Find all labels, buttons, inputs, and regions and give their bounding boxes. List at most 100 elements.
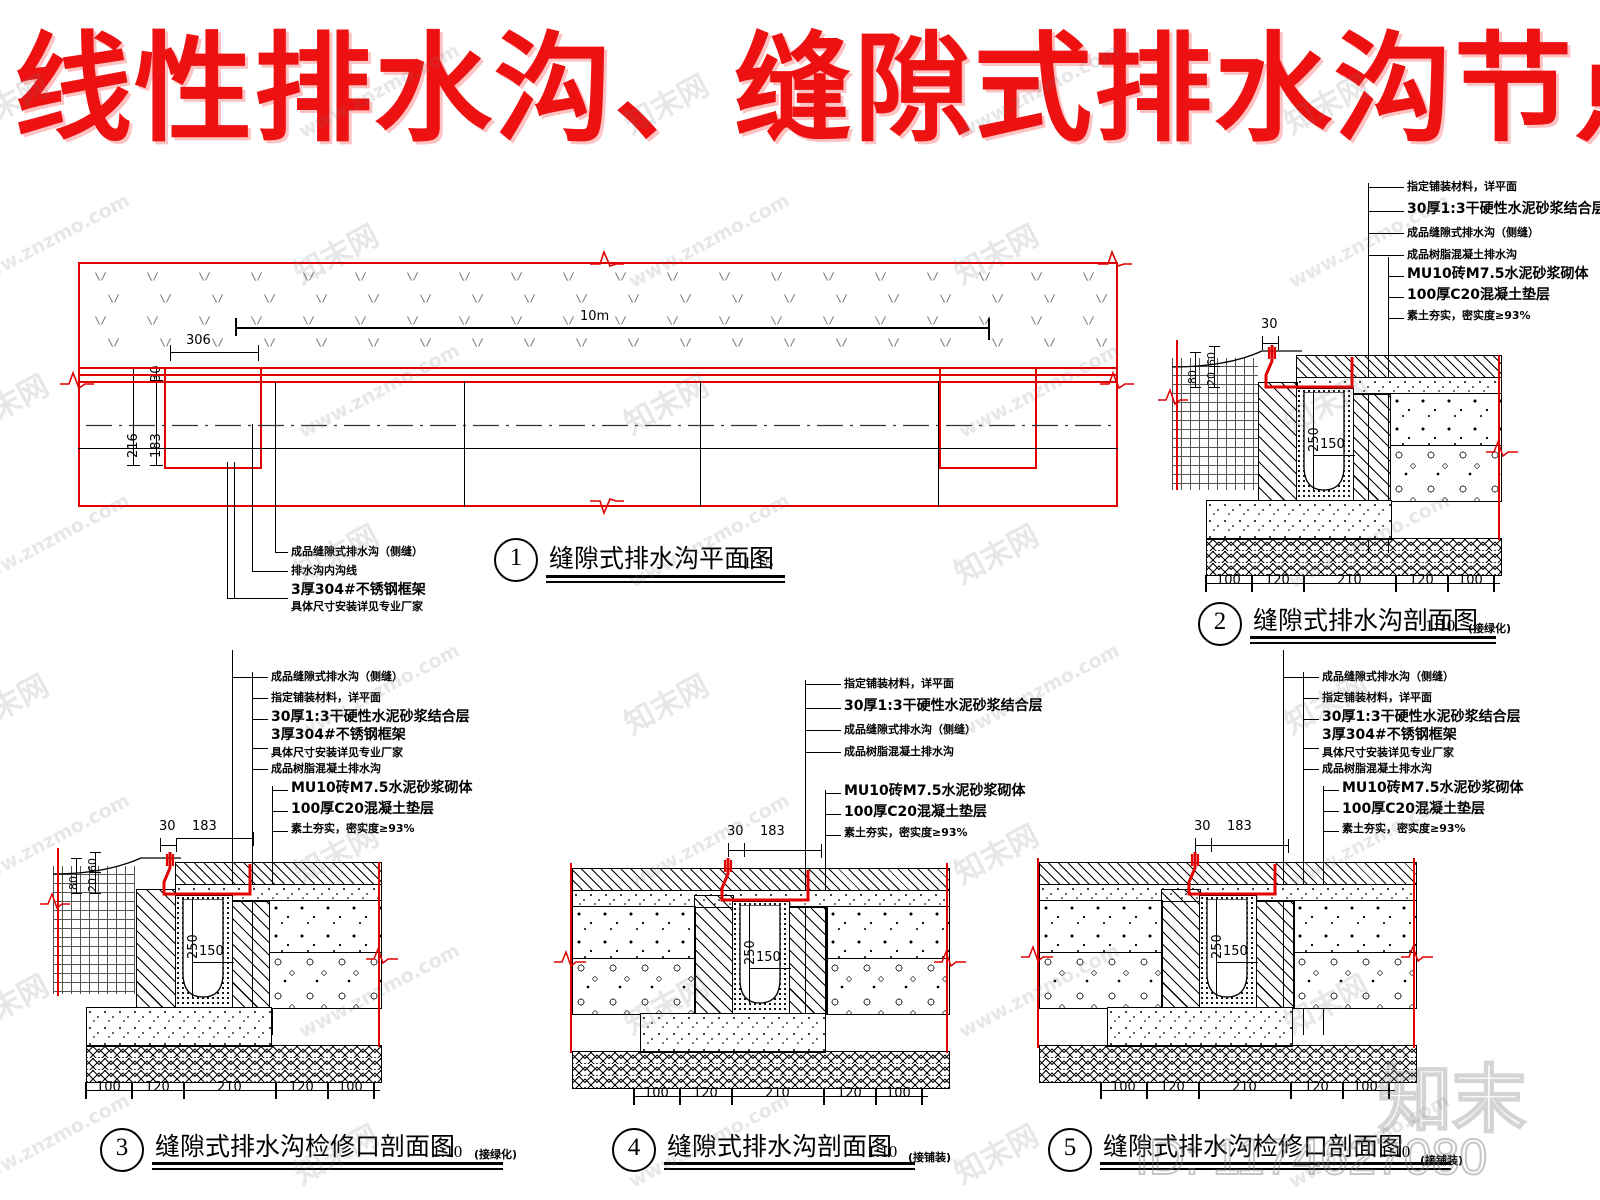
d3-callout-4: 具体尺寸安装详见专业厂家 [271,746,403,759]
d2-break-left [1158,388,1188,406]
detail-2-scale: 1:10 [1425,616,1456,635]
d4-spine-a [805,680,807,1035]
d4-brick-wall-left [694,895,734,1015]
d3-callout-1: 指定铺装材料，详平面 [271,691,381,704]
grass-arrow [199,316,210,329]
d4-leader-6 [825,835,841,837]
grass-arrow [732,338,743,351]
d3-concrete-base [86,1007,272,1047]
channel-line-1 [78,367,1118,369]
d2-callout-6: 素土夯实，密实度≥93% [1407,309,1531,322]
watermark-text: 知末网 [618,668,715,742]
grass-arrow [212,338,223,351]
dim-chain-tick [131,1082,133,1099]
d4-dim-150: 150 [756,950,781,965]
dim-10m-label: 10m [580,309,610,324]
d2-dim-30-line [1262,343,1279,345]
grass-arrow [511,272,522,285]
d5-callout-2: 30厚1:3干硬性水泥砂浆结合层 [1322,709,1521,725]
d5-dim-183: 183 [1227,819,1252,834]
grass-arrow [927,272,938,285]
d4-callout-4: MU10砖M7.5水泥砂浆砌体 [844,783,1026,799]
dim-chain-label: 100 [1458,573,1483,588]
leader-1-v [275,382,277,553]
grass-arrow [1096,338,1107,351]
detail-1-tag-number: 1 [494,538,538,582]
d4-slot-drain-grate [720,858,810,902]
d2-left-red-edge [1176,340,1178,490]
d3-compacted-soil [86,1045,382,1083]
dim-chain-label: 120 [1304,1080,1329,1095]
d5-leader-6 [1323,790,1339,792]
grass-arrow [1083,272,1094,285]
grass-arrow [303,272,314,285]
grass-arrow [888,338,899,351]
d5-leader-0 [1283,677,1319,679]
grass-arrow [823,272,834,285]
dim-chain-label: 210 [765,1086,790,1101]
d4-callout-5: 100厚C20混凝土垫层 [844,804,987,820]
d3-dim-183-line [176,838,254,840]
d5-brick-wall-left [1161,889,1201,1009]
d5-leader-5 [1303,769,1319,771]
d3-break-left [40,892,70,910]
d2-concrete-fill [1390,393,1502,447]
d2-dim-80: 80 [1186,370,1199,384]
d2-dim-60-m [1209,366,1220,368]
d5-chain-line [1101,1090,1395,1092]
d4-dim-30-line [728,850,745,852]
d5-dim-150-line [1216,962,1258,964]
detail-3-title: 缝隙式排水沟检修口剖面图 [155,1132,456,1161]
dim-chain-tick [1251,575,1253,592]
d3-leader-0 [232,677,268,679]
watermark-text: 知末网 [0,968,55,1042]
dim-chain-label: 210 [217,1080,242,1095]
d3-dim-60-b [90,893,101,895]
dim-chain-label: 120 [289,1080,314,1095]
dim-chain-tick [1388,1082,1390,1099]
grass-arrow [1096,294,1107,307]
d3-leader-2 [252,719,268,721]
d2-concrete-base [1206,500,1392,540]
detail-5-scale: 1:10 [1380,1142,1411,1161]
d3-dim-20: 20 [86,878,99,892]
grass-arrow [95,316,106,329]
access-opening-left [164,367,262,469]
d2-dim-150: 150 [1320,437,1345,452]
detail-4-tag-number: 4 [612,1128,656,1172]
d3-dim-60: 60 [86,858,99,872]
d5-callout-5: 成品树脂混凝土排水沟 [1322,762,1432,775]
grass-arrow [979,272,990,285]
d5-callout-3: 3厚304#不锈钢框架 [1322,727,1457,743]
leader-2-v [252,424,254,572]
d3-callout-2: 30厚1:3干硬性水泥砂浆结合层 [271,709,470,725]
d4-dim-30: 30 [727,824,744,839]
channel-centre-line [86,424,1116,427]
detail-1-scale: 1:15 [743,553,774,572]
grass-arrow [628,338,639,351]
d2-dim-80-t [1190,352,1201,354]
d3-dim-80: 80 [67,876,80,890]
grass-arrow [875,272,886,285]
grass-arrow [615,272,626,285]
d5-callout-1: 指定铺装材料，详平面 [1322,691,1432,704]
dim-10m-tick-left [235,318,237,336]
d3-left-red-edge [57,848,59,996]
dim-chain-label: 120 [1409,573,1434,588]
d4-concrete-fill-left [572,906,696,960]
grass-arrow [784,338,795,351]
plan-bottom-edge [78,505,1118,507]
detail-5-rule-a [1100,1162,1451,1165]
grass-arrow [888,294,899,307]
d5-leader-7 [1323,811,1339,813]
grass-arrow [992,294,1003,307]
detail-5-rule-b [1100,1168,1451,1170]
d3-callout-3: 3厚304#不锈钢框架 [271,727,406,743]
d4-leader-2 [805,730,841,732]
leader-2-h [252,571,288,573]
d2-dim-150-line [1313,455,1355,457]
d3-break-right [366,947,398,965]
d3-dim-60-m [90,872,101,874]
grass-arrow [680,294,691,307]
grass-arrow [264,338,275,351]
